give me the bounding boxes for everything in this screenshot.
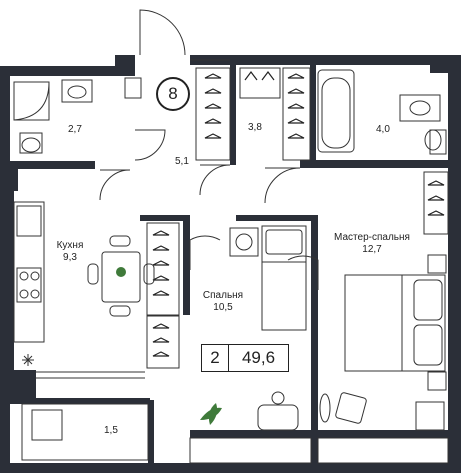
bed-double <box>344 254 447 391</box>
bathroom-1-area: 2,7 <box>68 124 82 135</box>
master-bedroom-name: Мастер-спальня <box>334 232 410 243</box>
dining-table <box>87 235 155 317</box>
doors <box>99 9 319 290</box>
bathroom-1 <box>13 77 142 154</box>
inner-lines <box>13 59 449 464</box>
bathroom-2 <box>317 69 447 155</box>
bedroom-name: Спальня <box>202 290 244 301</box>
bedroom-label: Спальня 10,5 <box>200 290 246 314</box>
rooms-count: 2 <box>202 345 229 371</box>
hall-area: 5,1 <box>175 156 189 167</box>
balcony-area: 1,5 <box>104 425 118 436</box>
wardrobe-racks <box>146 67 449 369</box>
plan-number-badge: 8 <box>156 77 190 111</box>
misc-marks <box>22 354 34 366</box>
total-area: 49,6 <box>241 348 276 367</box>
hanger-icons <box>152 71 445 357</box>
desk-area <box>31 391 445 441</box>
plant-icon <box>116 267 222 425</box>
wardrobe-area: 3,8 <box>248 122 262 133</box>
bed-single <box>229 225 307 331</box>
kitchen-label: Кухня 9,3 <box>50 240 90 264</box>
kitchen-area: 9,3 <box>63 252 77 263</box>
kitchen-name: Кухня <box>56 240 84 251</box>
master-bedroom-area: 12,7 <box>362 244 382 255</box>
master-bedroom-label: Мастер-спальня 12,7 <box>322 232 422 256</box>
bathroom-2-area: 4,0 <box>376 124 390 135</box>
bedroom-area: 10,5 <box>213 302 233 313</box>
walls <box>0 55 461 473</box>
apartment-summary: 2 49,6 <box>201 344 289 372</box>
